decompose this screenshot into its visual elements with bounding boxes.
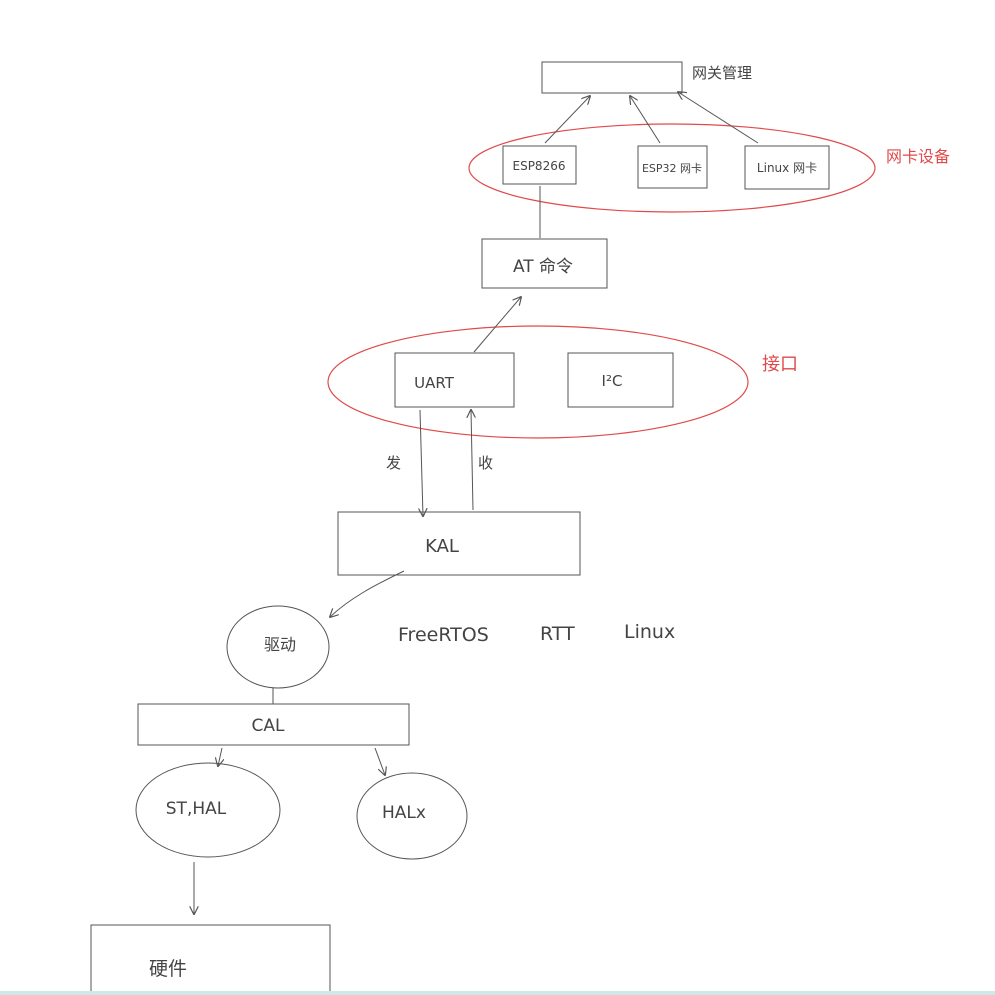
at-command-label: AT 命令 [513, 257, 573, 277]
edge-kal-to-driver [330, 570, 405, 617]
i2c-label: I²C [602, 372, 623, 390]
edge-esp8266-to-gateway [544, 96, 590, 144]
edge-uart-to-kal-send [420, 409, 423, 516]
st-hal-node [135, 762, 281, 858]
kal-box [337, 511, 581, 576]
driver-label: 驱动 [264, 635, 296, 654]
gateway-manager-label: 网关管理 [692, 64, 752, 82]
hardware-label: 硬件 [149, 958, 187, 980]
st-hal-label: ST,HAL [166, 799, 227, 819]
edge-kal-to-uart-receive [471, 410, 473, 511]
esp32-box [637, 145, 708, 189]
hal-x-node [356, 772, 468, 860]
interface-group [327, 325, 749, 439]
edge-uart-to-at [473, 297, 521, 353]
linux-nic-box [744, 145, 830, 190]
hal-x-label: HALx [382, 803, 426, 823]
i2c-box [567, 352, 674, 408]
cal-box [137, 703, 410, 746]
linux-nic-label: Linux 网卡 [757, 161, 817, 175]
gateway-manager-box [541, 61, 683, 94]
send-label: 发 [386, 454, 401, 472]
os-freertos: FreeRTOS [398, 624, 489, 646]
edge-esp32-to-gateway [630, 96, 661, 144]
canvas-bottom-edge [0, 991, 995, 995]
driver-node [226, 605, 330, 689]
network-device-group-label: 网卡设备 [886, 147, 950, 166]
interface-group-label: 接口 [762, 354, 798, 375]
uart-box [394, 352, 515, 408]
cal-label: CAL [252, 716, 285, 736]
receive-label: 收 [478, 454, 493, 472]
os-rtt: RTT [540, 623, 575, 645]
kal-label: KAL [425, 536, 459, 557]
os-linux: Linux [624, 621, 675, 643]
esp32-label: ESP32 网卡 [642, 162, 702, 175]
esp8266-label: ESP8266 [513, 159, 566, 173]
edge-cal-to-hal-x [374, 747, 385, 775]
hardware-box [90, 924, 331, 995]
network-device-group [468, 123, 876, 213]
at-command-box [481, 238, 608, 289]
uart-label: UART [414, 374, 455, 392]
esp8266-box [502, 145, 577, 185]
edge-linux-to-gateway [678, 92, 759, 144]
